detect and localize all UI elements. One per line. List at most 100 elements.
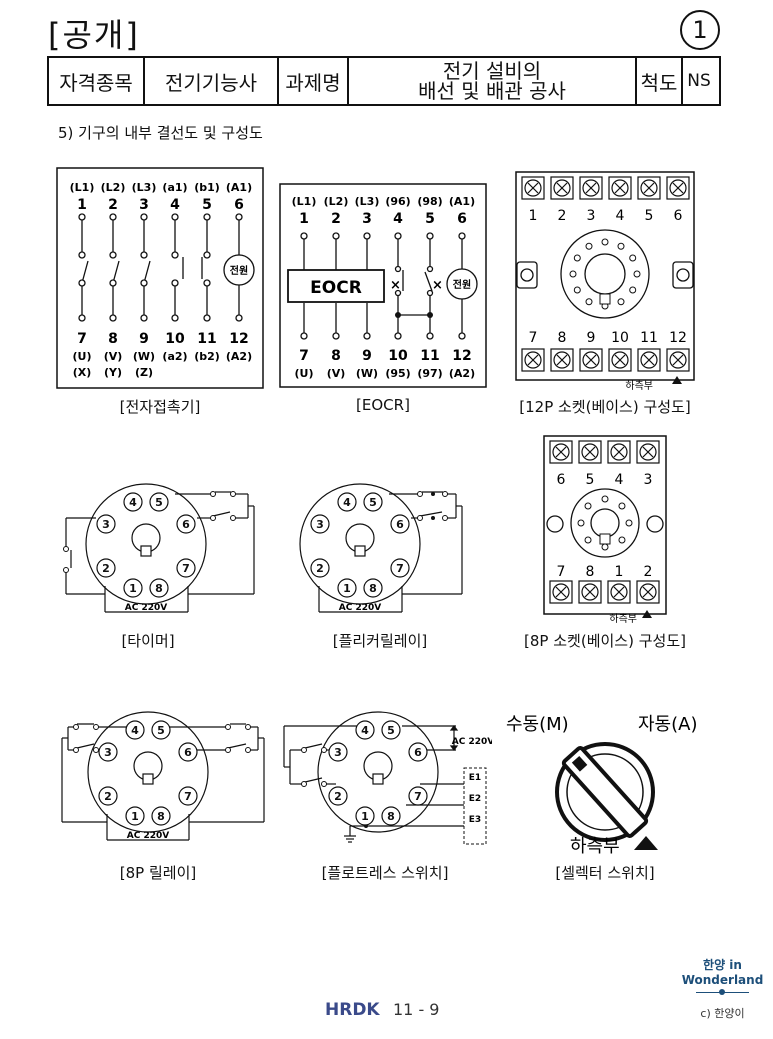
socket12-top-num: 3 [587, 208, 596, 224]
relay-pin-label: 6 [182, 518, 190, 531]
document-title: [공개] [48, 16, 140, 54]
socket12-bot-num: 9 [587, 330, 596, 346]
relay-pin-label: 4 [129, 496, 137, 509]
socket12-top-num: 2 [558, 208, 567, 224]
mc-bot-sub2: (Z) [135, 366, 153, 379]
eocr-bot-sub: (U) [295, 367, 314, 380]
mc-top-num: 3 [139, 197, 149, 213]
socket8-bot-num: 1 [615, 564, 624, 580]
relay-pin-label: 7 [182, 562, 190, 575]
publisher-logo-line2: Wonderland [681, 973, 764, 987]
mc-pole-3 [140, 213, 151, 322]
mc-bot-num: 7 [77, 331, 87, 347]
relay-pin-label: 5 [155, 496, 163, 509]
eocr-top-sub: (L1) [292, 195, 317, 208]
relay-pin [390, 558, 410, 578]
socket-pin-hole [617, 298, 625, 306]
eocr-top-sub: (96) [385, 195, 410, 208]
publisher-logo-divider [680, 988, 765, 998]
relay-pin-label: 7 [184, 790, 192, 803]
socket-pin-hole [618, 536, 626, 544]
socket-pin-hole [577, 519, 585, 527]
relay-pin [98, 786, 118, 806]
socket12-top-num: 4 [616, 208, 625, 224]
socket-pin-hole [629, 254, 637, 262]
mc-bot-sub2: (X) [73, 366, 92, 379]
mc-aux-b-contact [201, 213, 211, 322]
relay-pin [149, 578, 169, 598]
relay-pin-label: 7 [414, 790, 422, 803]
relay-pin-label: 8 [369, 582, 377, 595]
eocr-box [287, 269, 385, 303]
mc-top-sub: (L2) [101, 181, 126, 194]
mc-top-num: 5 [202, 197, 212, 213]
relay-pin [408, 742, 428, 762]
eocr-top-sub: (A1) [449, 195, 475, 208]
relay-pin [355, 806, 375, 826]
mc-top-sub: (L3) [132, 181, 157, 194]
socket-pin-hole [601, 495, 609, 503]
mc-top-sub: (A1) [226, 181, 252, 194]
floatless-electrode-label: E1 [469, 773, 481, 783]
socket12-bot-num: 7 [529, 330, 538, 346]
page-number: 11 - 9 [393, 1000, 440, 1019]
socket-pin-hole [601, 238, 609, 246]
mc-bot-sub: (a2) [162, 350, 187, 363]
floatless-ac-label: AC 220V [452, 737, 492, 747]
relay-pin [149, 492, 169, 512]
relay-pin [337, 578, 357, 598]
eocr-bot-num: 7 [299, 348, 309, 364]
relay-pin-label: 4 [131, 724, 139, 737]
relay-pin-label: 8 [155, 582, 163, 595]
relay-pin [310, 558, 330, 578]
mc-bot-sub: (V) [104, 350, 123, 363]
relay-pin [328, 742, 348, 762]
mc-bot-sub2: (Y) [104, 366, 122, 379]
relay-pin-label: 8 [387, 810, 395, 823]
selector-manual-label: 수동(M) [506, 714, 569, 735]
relay-pin-label: 3 [334, 746, 342, 759]
socket8-top-num: 3 [644, 472, 653, 488]
eocr-bot-num: 9 [362, 348, 372, 364]
relay-pin [363, 578, 383, 598]
socket-pin-hole [573, 286, 581, 294]
socket12-top-num: 5 [645, 208, 654, 224]
relay-pin-label: 6 [184, 746, 192, 759]
eocr-top-sub: (98) [417, 195, 442, 208]
svg-text:×: × [390, 278, 401, 293]
mc-bot-num: 12 [229, 331, 248, 347]
eocr-top-num: 6 [457, 211, 467, 227]
mc-coil [223, 213, 255, 322]
socket12-bot-num: 10 [611, 330, 629, 346]
eocr-top-num: 1 [299, 211, 309, 227]
relay-pin [363, 492, 383, 512]
header-cell-task-label: 과제명 [279, 58, 349, 104]
relay-pin-label: 4 [361, 724, 369, 737]
socket-pin-hole [573, 254, 581, 262]
mc-bot-num: 9 [139, 331, 149, 347]
mc-top-num: 4 [170, 197, 180, 213]
socket12-bottom-label: 하측부 [625, 379, 653, 392]
hrdk-logo: HRDK [325, 1000, 380, 1020]
timer-ac-label: AC 220V [125, 603, 167, 613]
socket-pin-hole [585, 298, 593, 306]
task-line-1: 전기 설비의 [442, 59, 542, 83]
relay-pin [337, 492, 357, 512]
eocr-top-num: 3 [362, 211, 372, 227]
relay-pin [408, 786, 428, 806]
mc-bot-sub: (A2) [226, 350, 252, 363]
relay-pin [381, 806, 401, 826]
mc-diagram: (L1) (L2) (L3) (a1) (b1) (A1) 1 2 3 4 5 … [56, 167, 264, 389]
section-title: 5) 기구의 내부 결선도 및 구성도 [58, 124, 263, 142]
relay-pin [123, 578, 143, 598]
relay-pin [390, 514, 410, 534]
selector-bottom-label: 하측부 [570, 836, 620, 857]
socket-pin-hole [633, 270, 641, 278]
relay-pin-label: 2 [102, 562, 110, 575]
socket-pin-hole [617, 242, 625, 250]
relay-pin-label: 5 [157, 724, 165, 737]
page-circle-number: 1 [680, 10, 720, 50]
task-line-2: 배선 및 배관 공사 [418, 79, 566, 103]
mc-top-sub: (L1) [70, 181, 95, 194]
